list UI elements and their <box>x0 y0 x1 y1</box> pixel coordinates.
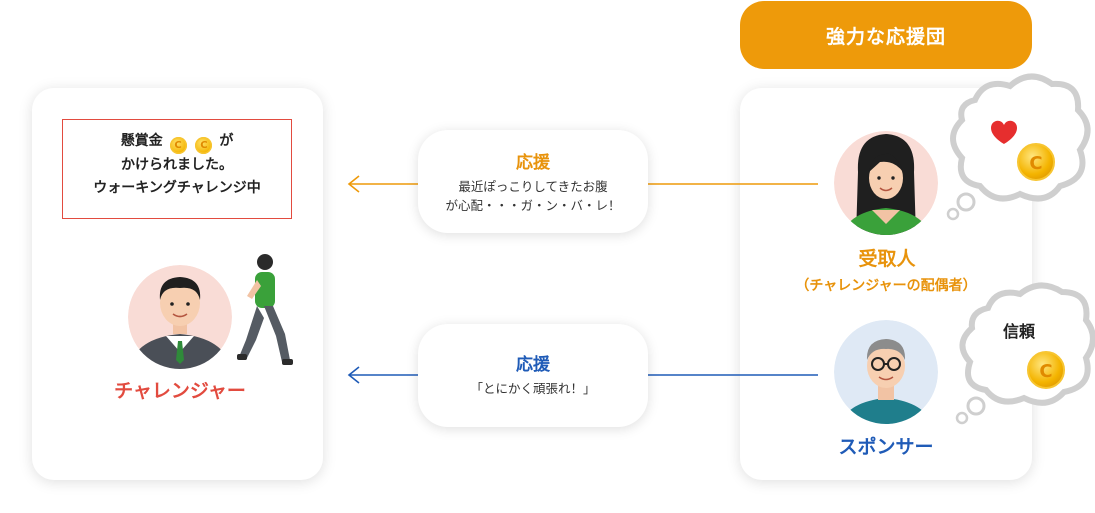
arrow-head-top <box>347 175 360 193</box>
cheer-message-sponsor: 応援 「とにかく頑張れ！」 <box>418 324 648 427</box>
prize-line2: かけられました。 <box>121 157 233 173</box>
sponsor-thought-cloud: C <box>955 282 1095 425</box>
arrow-head-bottom <box>347 366 360 384</box>
challenger-label: チャレンジャー <box>114 380 246 402</box>
heart-icon <box>991 120 1017 144</box>
walking-person-icon <box>237 254 293 365</box>
receiver-avatar <box>834 131 938 235</box>
prize-notice: 懸賞金 C C が かけられました。 ウォーキングチャレンジ中 <box>62 119 292 219</box>
prize-line3: ウォーキングチャレンジ中 <box>93 180 261 196</box>
coin-icon <box>1027 351 1065 389</box>
receiver-label: 受取人 <box>858 248 916 270</box>
cheer-text-line1: 「とにかく頑張れ！」 <box>470 381 596 396</box>
cheer-text-line2: が心配・・・ガ・ン・バ・レ！ <box>445 198 621 213</box>
cheer-title: 応援 <box>516 153 550 173</box>
supporters-header: 強力な応援団 <box>740 1 1032 69</box>
prize-line1-pre: 懸賞金 <box>120 133 163 149</box>
cheer-message-receiver: 応援 最近ぽっこりしてきたお腹 が心配・・・ガ・ン・バ・レ！ <box>418 130 648 233</box>
sponsor-label: スポンサー <box>838 436 934 458</box>
trust-label: 信頼 <box>1003 322 1036 341</box>
coin-icon-symbol: C <box>1039 361 1052 382</box>
sponsor-avatar <box>834 320 938 424</box>
challenger-avatar <box>128 265 232 369</box>
coin-icon <box>1017 143 1055 181</box>
cheer-text-line1: 最近ぽっこりしてきたお腹 <box>458 179 608 194</box>
coin-icon: C <box>169 137 187 154</box>
receiver-thought-cloud: C <box>946 73 1091 221</box>
coin-icon: C <box>195 137 213 154</box>
prize-line1-post: が <box>219 133 234 149</box>
coin-icon-symbol: C <box>1029 153 1042 174</box>
supporters-header-title: 強力な応援団 <box>825 25 946 48</box>
receiver-sublabel: （チャレンジャーの配偶者） <box>795 278 977 294</box>
cheer-title: 応援 <box>516 355 550 375</box>
